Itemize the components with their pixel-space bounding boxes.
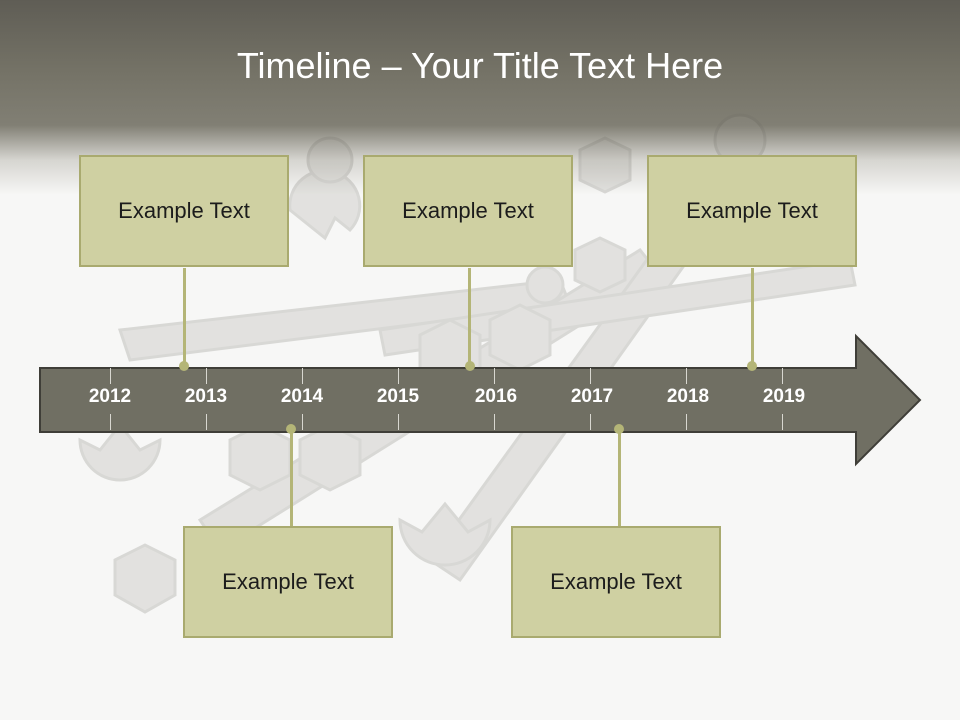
event-box: Example Text: [647, 155, 857, 267]
event-text: Example Text: [118, 198, 250, 223]
event-box: Example Text: [79, 155, 289, 267]
event-text: Example Text: [222, 569, 354, 594]
event-text: Example Text: [686, 198, 818, 223]
year-tick: [206, 368, 207, 384]
year-label: 2014: [280, 386, 324, 407]
year-tick: [110, 414, 111, 430]
year-tick: [110, 368, 111, 384]
year-tick: [782, 368, 783, 384]
year-tick: [686, 368, 687, 384]
event-box: Example Text: [183, 526, 393, 638]
year-tick: [398, 368, 399, 384]
event-marker: [747, 361, 757, 371]
event-marker: [614, 424, 624, 434]
year-tick: [302, 368, 303, 384]
year-tick: [782, 414, 783, 430]
year-label: 2016: [474, 386, 518, 407]
event-marker: [286, 424, 296, 434]
event-text: Example Text: [550, 569, 682, 594]
event-text: Example Text: [402, 198, 534, 223]
year-tick: [494, 368, 495, 384]
year-tick: [302, 414, 303, 430]
year-tick: [494, 414, 495, 430]
year-label: 2015: [376, 386, 420, 407]
year-tick: [590, 414, 591, 430]
year-label: 2018: [666, 386, 710, 407]
year-tick: [398, 414, 399, 430]
year-label: 2012: [88, 386, 132, 407]
connector-line: [468, 268, 471, 366]
year-label: 2019: [762, 386, 806, 407]
connector-line: [183, 268, 186, 366]
connector-line: [618, 430, 621, 528]
connector-line: [290, 430, 293, 528]
slide-title: Timeline – Your Title Text Here: [236, 45, 724, 86]
event-marker: [465, 361, 475, 371]
event-box: Example Text: [511, 526, 721, 638]
event-marker: [179, 361, 189, 371]
year-tick: [686, 414, 687, 430]
year-tick: [590, 368, 591, 384]
year-label: 2017: [570, 386, 614, 407]
year-label: 2013: [184, 386, 228, 407]
connector-line: [751, 268, 754, 366]
year-tick: [206, 414, 207, 430]
event-box: Example Text: [363, 155, 573, 267]
